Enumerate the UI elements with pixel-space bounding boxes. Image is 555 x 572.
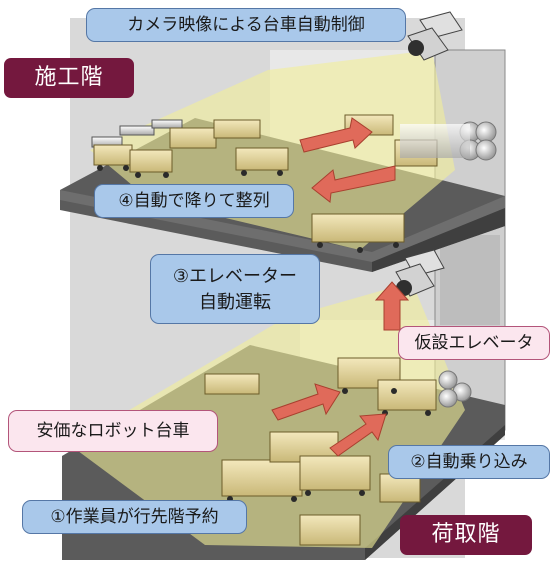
cheap-robot-callout: 安価なロボット台車 xyxy=(8,410,218,452)
lower-pipe-stack xyxy=(438,370,472,408)
step3-line2: 自動運転 xyxy=(199,292,271,313)
lower-camera-icon xyxy=(395,249,445,297)
upper-camera-icon xyxy=(407,11,463,61)
upper-pipe-stack xyxy=(400,121,497,161)
lower-flow-arrows xyxy=(271,383,387,457)
temp-elevator-callout: 仮設エレベータ xyxy=(398,326,550,360)
lower-loaded-carts xyxy=(167,357,437,546)
step3-callout: ③エレベーター 自動運転 xyxy=(150,254,320,324)
step1-callout: ①作業員が行先階予約 xyxy=(22,500,247,534)
step3-line1: ③エレベーター xyxy=(172,266,298,287)
loading-floor-tag: 荷取階 xyxy=(400,515,532,555)
camera-control-callout: カメラ映像による台車自動制御 xyxy=(86,8,406,42)
upper-floor-side xyxy=(372,208,505,272)
shaft-inner xyxy=(440,235,500,325)
step4-callout: ④自動で降りて整列 xyxy=(94,184,294,218)
step2-callout: ②自動乗り込み xyxy=(388,445,550,479)
work-floor-tag: 施工階 xyxy=(4,58,134,98)
elevator-up-arrow xyxy=(374,281,410,331)
upper-flow-arrows xyxy=(299,117,396,203)
